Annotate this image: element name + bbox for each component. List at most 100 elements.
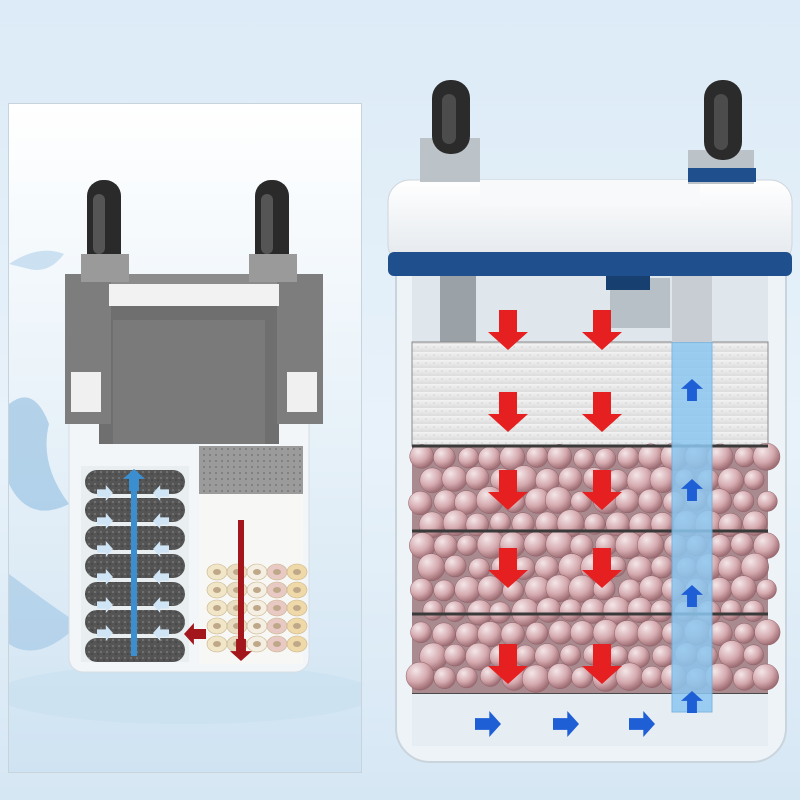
bio-ball — [752, 442, 781, 471]
left-inset-panel — [8, 103, 362, 773]
ceramic-ring — [266, 599, 288, 617]
bio-ball — [605, 469, 629, 492]
bio-ball — [512, 556, 536, 580]
bio-ball — [465, 466, 490, 491]
bio-ball — [685, 534, 708, 557]
bio-ball — [536, 597, 562, 623]
ceramic-ring — [266, 635, 288, 653]
bio-ball — [580, 553, 609, 582]
bio-ball — [592, 577, 616, 601]
right-nozzles — [420, 80, 756, 184]
bio-ball — [637, 443, 664, 470]
bio-ball — [651, 644, 675, 668]
bio-ball — [444, 600, 466, 622]
bio-ball — [569, 534, 594, 558]
bio-ball — [636, 619, 664, 647]
bio-ball — [674, 468, 696, 490]
bio-ball — [535, 511, 560, 536]
bio-ball — [696, 645, 718, 668]
arrow-right-icon — [97, 541, 113, 557]
bio-ball — [514, 644, 537, 667]
arrow-left-icon — [153, 597, 169, 613]
bio-ball — [661, 577, 686, 602]
bio-ball — [626, 555, 653, 583]
arrow-left-icon — [153, 485, 169, 501]
bio-ball — [592, 665, 620, 692]
bio-ball — [734, 446, 756, 468]
bio-ball — [477, 446, 502, 471]
bio-ball — [683, 618, 711, 646]
bio-ball — [468, 557, 490, 580]
ceramic-ring — [286, 599, 308, 617]
arrow-down-icon — [582, 644, 622, 684]
bio-ball — [607, 645, 629, 667]
bio-ball — [523, 531, 549, 557]
left-media-chamber — [199, 446, 308, 664]
arrow-left-icon — [153, 569, 169, 585]
bio-ball — [707, 577, 733, 603]
bio-ball — [571, 666, 593, 689]
up-flow-line — [131, 488, 137, 656]
bio-ball — [708, 534, 732, 557]
arrow-up-icon — [681, 379, 703, 401]
ceramic-ring — [206, 635, 228, 653]
bio-ball — [502, 579, 524, 602]
bio-ball — [704, 662, 734, 691]
bio-ball — [509, 465, 539, 494]
bio-ball — [740, 552, 769, 582]
bottom-chamber — [412, 694, 768, 746]
bio-ball — [685, 489, 708, 511]
arrow-right-icon — [97, 569, 113, 585]
upper-chamber — [412, 272, 768, 342]
bio-ball — [525, 622, 549, 645]
bio-ball — [524, 576, 552, 603]
bio-ball — [556, 509, 585, 538]
bio-ball — [511, 512, 535, 536]
bio-ball — [477, 575, 503, 601]
bio-ball — [706, 443, 734, 471]
bio-ball — [720, 599, 742, 621]
bio-ball — [418, 511, 446, 538]
bio-ball — [626, 466, 655, 495]
bio-ball — [685, 667, 709, 691]
ceramic-ring — [266, 563, 288, 581]
bio-ball — [718, 512, 743, 537]
arrow-right-icon — [553, 711, 579, 737]
bio-ball — [417, 553, 446, 582]
bio-ball — [559, 598, 583, 622]
bio-ball — [568, 574, 596, 603]
bio-ball — [454, 490, 479, 515]
bio-ball — [605, 511, 630, 537]
bio-ball — [489, 601, 511, 624]
bio-ball — [548, 620, 573, 645]
ceramic-ring — [246, 581, 268, 599]
bio-ball — [650, 512, 675, 537]
bio-ball — [422, 600, 444, 621]
bio-ball — [432, 622, 456, 647]
bio-ball — [558, 466, 583, 491]
bio-ball — [732, 490, 755, 512]
bio-ball — [546, 444, 572, 470]
bio-ball — [718, 640, 746, 668]
bio-ball — [479, 665, 502, 687]
bio-ball — [708, 621, 733, 646]
bio-ball — [684, 444, 710, 469]
ceramic-ring — [266, 617, 288, 635]
ceramic-ring — [286, 635, 308, 653]
bio-ball — [650, 555, 674, 579]
ceramic-ring — [286, 563, 308, 581]
bio-ball — [732, 667, 756, 691]
bio-ball — [419, 467, 445, 493]
bio-ball — [499, 531, 526, 558]
bio-ball — [442, 509, 470, 536]
bio-ball — [525, 445, 549, 468]
filter-cotton-layer — [411, 341, 769, 447]
arrow-right-icon — [97, 513, 113, 529]
bio-ball — [433, 534, 458, 559]
left-lid — [65, 274, 323, 444]
bio-ball — [535, 468, 560, 493]
bio-ball — [475, 486, 504, 514]
bio-ball — [717, 555, 743, 581]
bio-ball — [592, 486, 621, 515]
water-splash — [9, 250, 361, 724]
